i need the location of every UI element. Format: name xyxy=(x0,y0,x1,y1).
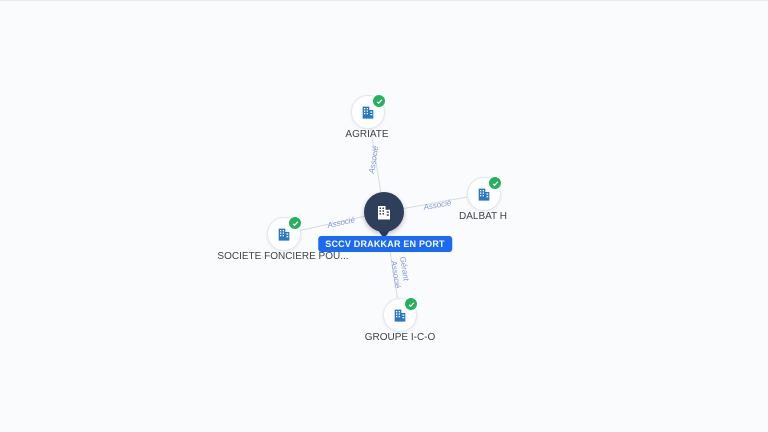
verified-check-icon xyxy=(487,175,503,191)
company-node-agriate[interactable] xyxy=(351,93,387,129)
central-company-label[interactable]: SCCV DRAKKAR EN PORT xyxy=(318,236,452,252)
company-node-label: DALBAT H xyxy=(459,211,507,222)
top-divider xyxy=(0,0,768,1)
verified-check-icon xyxy=(287,215,303,231)
building-icon xyxy=(375,203,393,221)
company-node-dalbat-h[interactable] xyxy=(467,175,503,211)
company-node-label: AGRIATE xyxy=(345,129,389,140)
edge-label-associe: Associé xyxy=(367,145,381,176)
edge-label-associe: Associé xyxy=(326,215,357,230)
company-node-label: SOCIETE FONCIERE POU... xyxy=(217,251,349,262)
company-node-label: GROUPE I-C-O xyxy=(364,332,436,343)
edge-label-associe: Associé xyxy=(422,198,453,212)
company-node-societe-fonciere[interactable] xyxy=(267,215,303,251)
central-company-node[interactable] xyxy=(364,192,404,232)
verified-check-icon xyxy=(403,296,419,312)
edge-label-gerant: Gérant xyxy=(398,256,411,282)
company-node-groupe-ico[interactable] xyxy=(383,296,419,332)
verified-check-icon xyxy=(371,93,387,109)
